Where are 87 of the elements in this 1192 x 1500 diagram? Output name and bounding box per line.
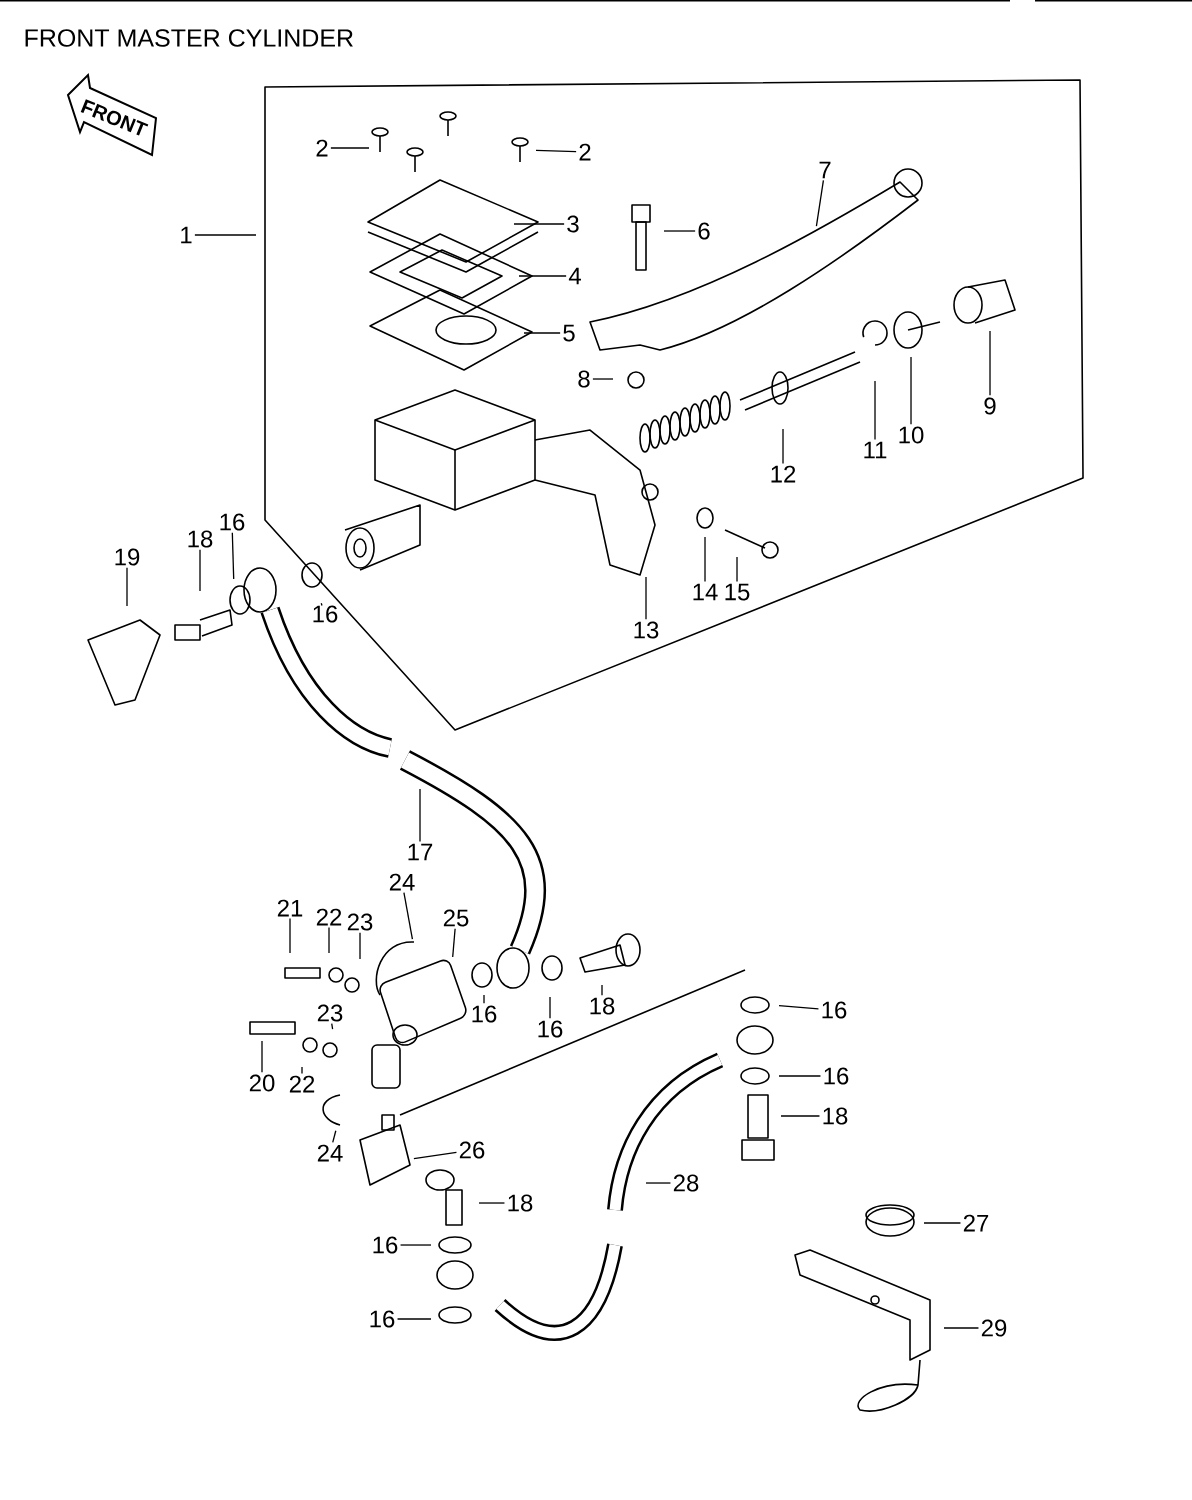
leader-line [910,356,912,425]
callout-number: 7 [819,161,831,179]
leader-line [194,234,257,236]
callout-number: 11 [864,441,887,459]
leader-line [331,1023,334,1030]
callout-number: 16 [822,1001,847,1019]
leader-line [989,330,991,396]
leader-line [663,230,696,232]
leader-line [736,556,738,583]
callout-number: 10 [899,426,924,444]
leader-line [320,602,323,607]
callout-number: 9 [984,397,996,415]
leader-line [513,223,565,225]
leader-line [523,332,561,334]
leader-line [592,378,614,380]
leader-line [874,380,876,441]
callout-number: 18 [188,530,213,548]
callout-number: 22 [289,1075,315,1093]
leader-line [549,996,551,1019]
leader-line [399,1244,432,1246]
callout-number: 16 [538,1020,563,1038]
leader-line [601,984,603,996]
callout-number: 16 [824,1067,849,1085]
leader-line [126,567,128,607]
callout-number: 26 [459,1141,485,1159]
callout-number: 24 [389,873,415,891]
callout-number: 14 [693,583,718,601]
callout-number: 29 [981,1319,1007,1337]
callout-number: 21 [277,899,303,917]
callout-number: 16 [220,513,245,531]
callout-number: 17 [408,843,433,861]
leader-line [645,1182,672,1184]
callout-number: 18 [508,1194,533,1212]
callout-number: 19 [115,548,140,566]
callout-number: 16 [313,605,338,623]
leader-line [923,1222,962,1224]
callout-number: 18 [823,1107,848,1125]
callout-number: 27 [963,1214,989,1232]
leader-line [943,1327,980,1329]
callout-number: 22 [316,908,342,926]
leader-line [518,275,567,277]
leader-line [419,788,421,843]
callout-number: 25 [443,909,469,927]
callout-number: 23 [317,1004,343,1022]
callout-number: 16 [373,1236,398,1254]
callout-number: 18 [590,997,615,1015]
callout-number: 6 [698,222,710,240]
leader-line [261,1040,263,1073]
leader-line [231,532,235,580]
callout-number: 13 [634,621,659,639]
callout-number: 15 [725,583,750,601]
leader-line [478,1202,506,1204]
callout-number: 23 [347,913,373,931]
leader-line [704,536,706,583]
leader-line [289,917,291,954]
callout-number: 8 [578,370,590,388]
leader-line [396,1318,432,1320]
title: FRONT MASTER CYLINDER [25,29,353,47]
callout-number: 2 [579,143,591,161]
callout-number: 16 [370,1310,395,1328]
callout-number: 24 [317,1144,343,1162]
leader-line [359,932,361,960]
callout-number: 4 [568,267,581,285]
leader-line [328,926,330,954]
leader-line [815,179,825,227]
leader-line [778,1005,820,1010]
leader-line [645,576,647,620]
callout-number: 12 [771,465,796,483]
callout-number: 5 [563,324,575,342]
leader-line [535,149,577,153]
leader-line [199,549,201,592]
callout-number: 2 [316,139,328,157]
leader-line [780,1115,821,1117]
callout-number: 20 [249,1074,275,1092]
callout-number: 28 [673,1174,699,1192]
leader-line [483,994,485,1004]
leader-line [782,428,784,465]
callout-number: 3 [567,215,579,233]
leader-line [332,1130,337,1144]
leader-line [330,147,370,149]
leader-line [301,1066,303,1075]
callout-number: 16 [472,1005,497,1023]
leader-line [778,1075,822,1077]
leader-line [413,1151,458,1160]
callout-number: 1 [181,226,192,244]
leader-line [452,928,456,958]
leader-line [403,891,414,940]
